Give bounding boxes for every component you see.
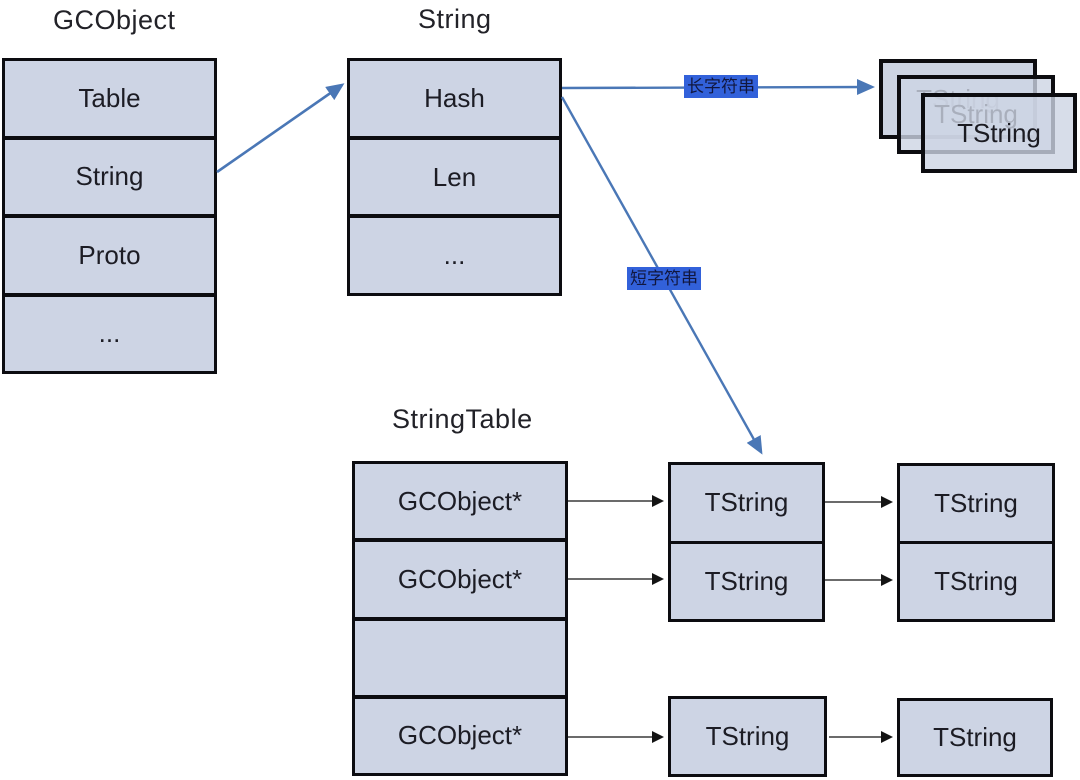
tstring-chain-middle-stack: TString TString <box>668 462 825 622</box>
tstring-box: TString <box>900 541 1052 619</box>
tstring-chain-right-stack: TString TString <box>897 463 1055 622</box>
string-row-hash: Hash <box>350 61 559 136</box>
tstring-box: TString <box>897 698 1053 777</box>
tstring-box: TString <box>671 465 822 541</box>
stringtable-row-gcobject1: GCObject* <box>355 464 565 539</box>
stringtable-row-empty <box>355 616 565 695</box>
string-table: Hash Len ... <box>347 58 562 296</box>
gcobject-row-proto: Proto <box>5 214 214 293</box>
gcobject-title: GCObject <box>53 5 176 35</box>
string-title: String <box>418 4 492 34</box>
short-string-label: 短字符串 <box>627 267 701 290</box>
string-row-len: Len <box>350 135 559 215</box>
tstring-stack-front: TString <box>921 93 1077 173</box>
gcobject-row-ellipsis: ... <box>5 292 214 371</box>
string-row-ellipsis: ... <box>350 214 559 294</box>
stringtable-table: GCObject* GCObject* GCObject* <box>352 461 568 776</box>
stringtable-row-gcobject2: GCObject* <box>355 538 565 617</box>
tstring-box: TString <box>900 466 1052 541</box>
tstring-box: TString <box>668 696 827 777</box>
gcobject-row-table: Table <box>5 61 214 136</box>
tstring-box: TString <box>671 540 822 619</box>
gcobject-row-string: String <box>5 135 214 214</box>
stringtable-row-gcobject3: GCObject* <box>355 694 565 773</box>
arrow-gcobject-to-string <box>216 83 345 174</box>
gcobject-table: Table String Proto ... <box>2 58 217 374</box>
stringtable-title: StringTable <box>392 404 533 434</box>
long-string-label: 长字符串 <box>684 75 758 98</box>
